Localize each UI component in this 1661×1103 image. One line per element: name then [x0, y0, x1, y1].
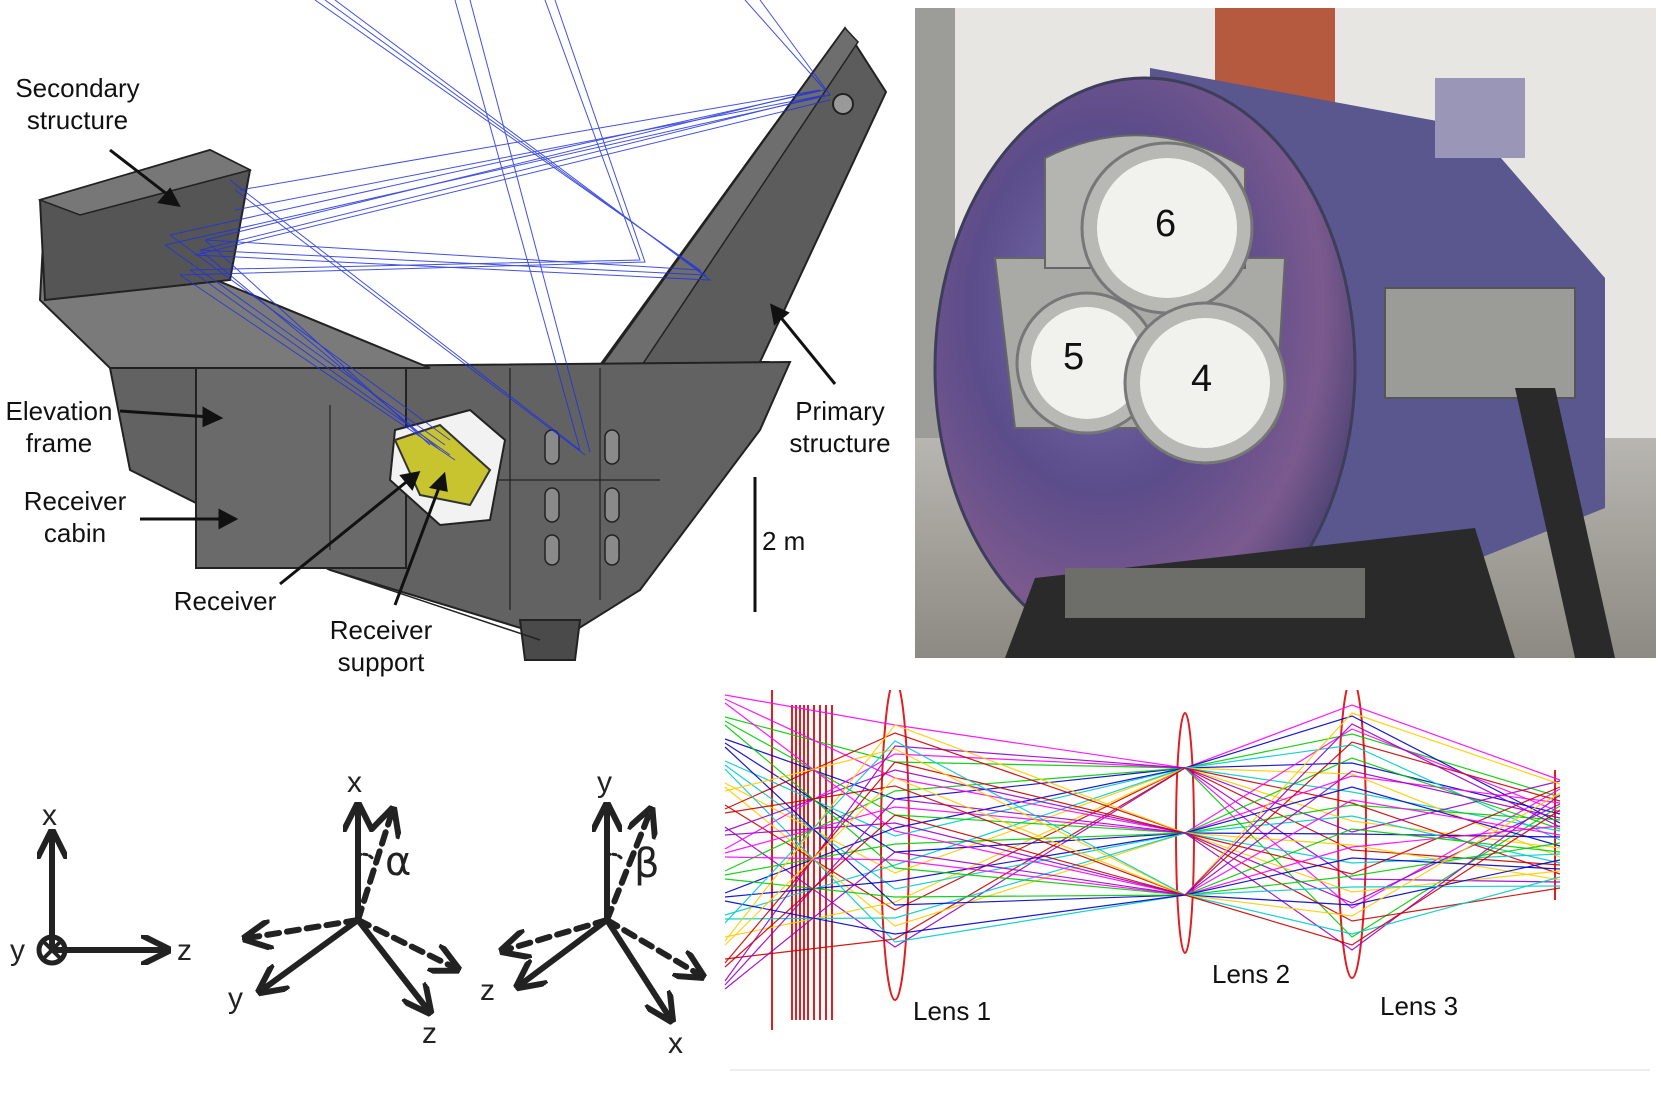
lens1-label: Lens 1 [913, 996, 992, 1026]
ray [724, 798, 1561, 986]
pointer-arrows [109, 148, 837, 606]
ray-group [724, 694, 1561, 990]
window-label-4: 4 [1191, 358, 1213, 400]
frame1-into-label: y [10, 934, 25, 967]
ray [724, 745, 1561, 982]
frame1-right-label: z [177, 934, 192, 967]
ray-bundle [164, 0, 831, 461]
axes-frame-3 [505, 808, 700, 1018]
frame2-left-label: y [228, 982, 243, 1015]
ray [724, 702, 1561, 896]
label-receiver-support-structure: Receiversupportstructure [329, 615, 433, 680]
axes-frame-2 [248, 808, 455, 1010]
label-receiver: Receiver [173, 586, 277, 616]
frame2-alpha-label: α [385, 839, 411, 885]
frame3-beta-label: β [634, 841, 660, 887]
coordinate-axes-panel: x y z x y z α y z x β [0, 740, 720, 1103]
scale-bar-label: 2 m [762, 526, 806, 556]
window-label-6: 6 [1155, 203, 1177, 245]
axes-frame-1 [36, 835, 165, 966]
receiver-photo [915, 8, 1656, 658]
lens-1 [880, 690, 910, 1001]
axes-drawing: x y z x y z α y z x β [10, 766, 720, 1060]
frame1-up-label: x [42, 799, 57, 832]
frame3-up-label: y [597, 766, 612, 799]
lens3-label: Lens 3 [1380, 991, 1459, 1021]
lens2-label: Lens 2 [1212, 959, 1291, 989]
frame3-right-label: x [668, 1027, 683, 1060]
window-label-5: 5 [1063, 336, 1085, 378]
telescope-drawing [37, 0, 888, 661]
frame3-left-label: z [480, 974, 495, 1007]
ray [724, 723, 1561, 990]
receiver-cabin [195, 367, 407, 569]
ray [724, 767, 1561, 948]
receiver-photo-panel: 6 5 4 [915, 8, 1656, 658]
ray [724, 777, 1561, 946]
frame2-up-label: x [347, 766, 362, 799]
raytrace-drawing [724, 690, 1650, 1071]
optical-raytrace-panel: Lens 1 Lens 2 Lens 3 [720, 690, 1661, 1103]
frame2-right-label: z [422, 1017, 437, 1050]
